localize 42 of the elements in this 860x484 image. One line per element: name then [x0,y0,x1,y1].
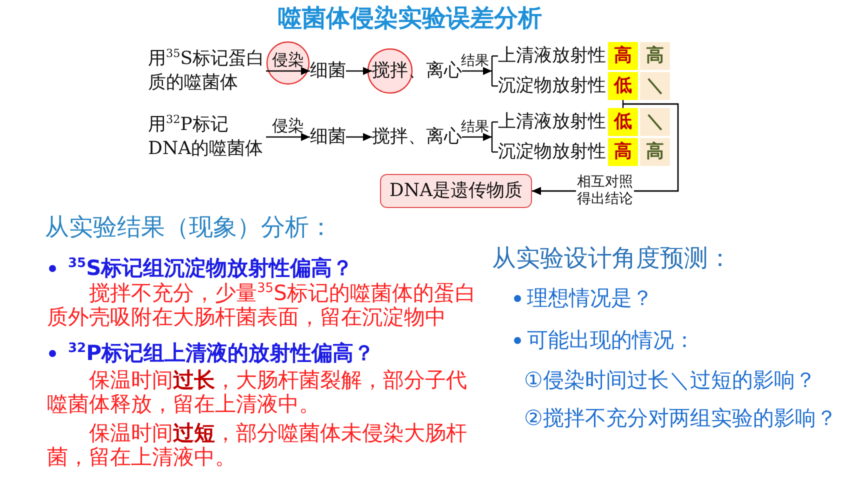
list-item: ②搅拌不充分对两组实验的影响？ [524,406,837,430]
question-text: $^{35}$S标记组沉淀物放射性偏高？ [68,256,354,280]
result-text: 沉淀物放射性 [498,140,606,164]
result-cell: 低 [608,108,638,136]
edge-label: 结果 [461,119,489,135]
step-text: 细菌 [310,125,346,149]
expected-cell: ＼ [640,108,670,136]
edge-label: 侵染 [272,117,304,135]
section-heading: 从实验结果（现象）分析： [45,212,333,242]
result-text: 上清液放射性 [498,110,606,134]
result-cell: 低 [608,72,638,100]
result-cell: 高 [608,138,638,166]
explanation-text: 保温时间过长，大肠杆菌裂解，部分子代噬菌体释放，留在上清液中。 [47,368,468,416]
expected-cell: 高 [640,138,670,166]
list-item: ①侵染时间过长＼过短的影响？ [524,368,816,392]
question-text: $^{32}$P标记组上清液的放射性偏高？ [68,341,375,365]
result-text: 沉淀物放射性 [498,74,606,98]
step-text: 搅拌、离心 [372,59,462,83]
step-text: 用$^{32}$P标记DNA的噬菌体 [148,113,266,161]
explanation-text: 保温时间过短，部分噬菌体未侵染大肠杆菌，留在上清液中。 [47,421,468,469]
arrow [266,67,310,75]
section-heading: 从实验设计角度预测： [492,243,732,273]
result-text: 上清液放射性 [498,44,606,68]
arrow [346,67,372,75]
bracket-arrow [462,121,498,153]
expected-cell: ＼ [640,72,670,100]
bracket-arrow [462,55,498,87]
step-text: 细菌 [310,59,346,83]
step-text: 搅拌、离心 [372,125,462,149]
expected-cell: 高 [640,42,670,70]
step-text: 用$^{35}$S标记蛋白质的噬菌体 [148,47,266,95]
edge-label: 侵染 [272,51,304,69]
list-item: 可能出现的情况： [527,328,695,352]
edge-label: 相互对照得出结论 [576,174,634,208]
slide-title: 噬菌体侵染实验误差分析 [278,3,542,33]
result-cell: 高 [608,42,638,70]
edge-label: 结果 [461,53,489,69]
arrow [346,133,372,141]
explanation-text: 搅拌不充分，少量$^{35}$S标记的噬菌体的蛋白质外壳吸附在大肠杆菌表面，留在沉淀物中 [47,281,477,329]
list-item: 理想情况是？ [527,286,653,310]
arrow [266,133,310,141]
conclusion-box: DNA是遗传物质 [380,174,532,208]
